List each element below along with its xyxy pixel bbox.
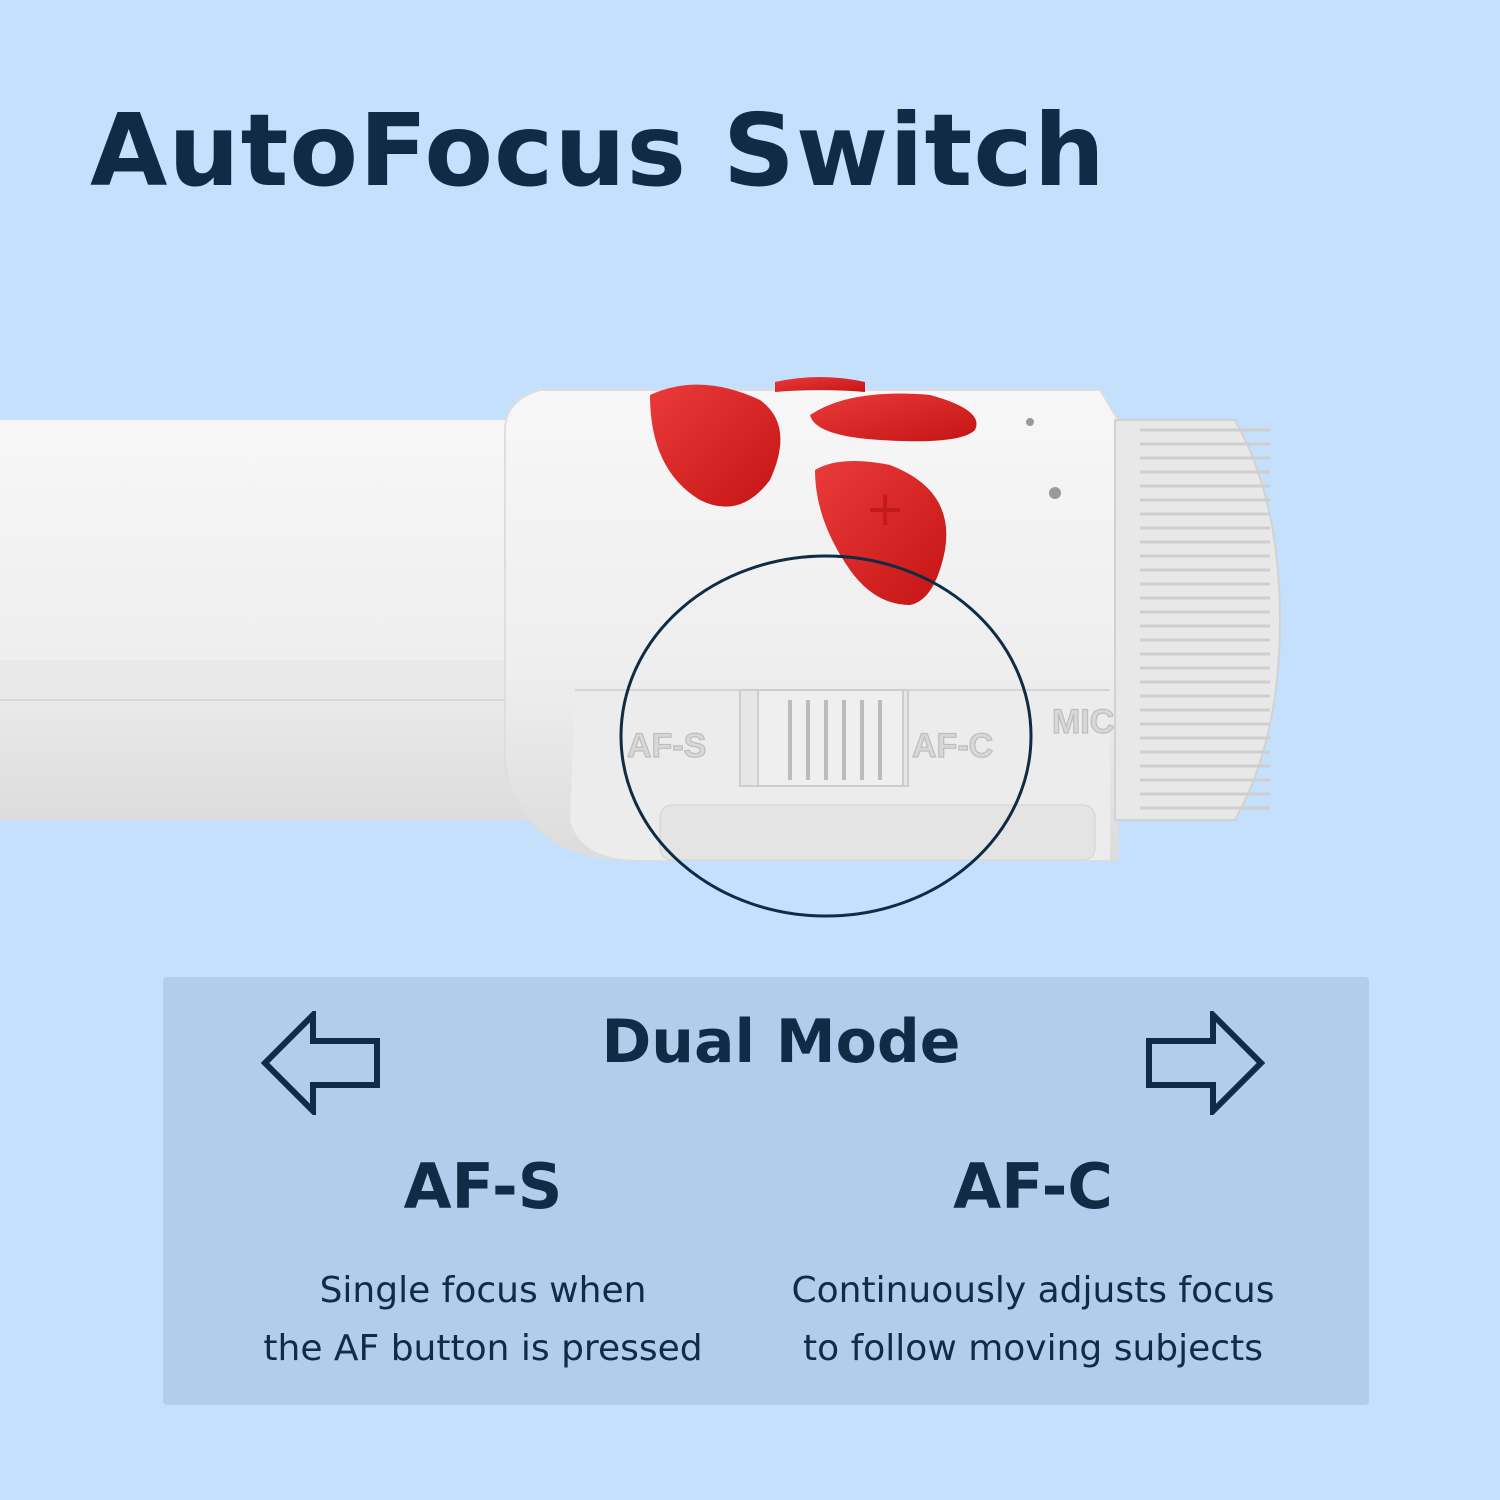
mode-description: Single focus when the AF button is press… [223, 1262, 743, 1378]
mode-description-line: the AF button is pressed [263, 1328, 703, 1369]
mode-description: Continuously adjusts focus to follow mov… [753, 1262, 1313, 1378]
mode-name: AF-S [403, 1150, 563, 1223]
right-arrow-icon [1146, 1011, 1265, 1115]
dual-mode-panel: Dual Mode AF-S Single focus when the AF … [163, 977, 1369, 1405]
af-s-label: AF-S [627, 727, 706, 765]
top-button [775, 377, 865, 392]
mode-description-line: Single focus when [319, 1270, 647, 1311]
panel-title: Dual Mode [601, 1007, 961, 1077]
af-button [650, 384, 781, 507]
focus-circle-icon [619, 554, 1033, 918]
focus-ring [1114, 419, 1282, 821]
left-arrow-icon [261, 1011, 380, 1115]
mode-description-line: Continuously adjusts focus [791, 1270, 1275, 1311]
camera-grip-illustration: + AF-S AF-C MIC [0, 377, 1282, 918]
mode-name: AF-C [953, 1150, 1113, 1223]
handle-tube [0, 420, 590, 820]
mic-label: MIC [1052, 703, 1114, 741]
mode-af-c: AF-C Continuously adjusts focus to follo… [753, 1152, 1313, 1378]
control-housing [504, 389, 1119, 861]
plus-button [815, 461, 947, 605]
af-mode-slider[interactable] [739, 689, 909, 787]
svg-text:+: + [865, 481, 905, 537]
record-button [810, 393, 977, 442]
mode-af-s: AF-S Single focus when the AF button is … [223, 1152, 743, 1378]
red-buttons: + [650, 377, 977, 605]
af-c-label: AF-C [912, 727, 993, 765]
page-title: AutoFocus Switch [90, 92, 1106, 209]
mode-description-line: to follow moving subjects [803, 1328, 1263, 1369]
